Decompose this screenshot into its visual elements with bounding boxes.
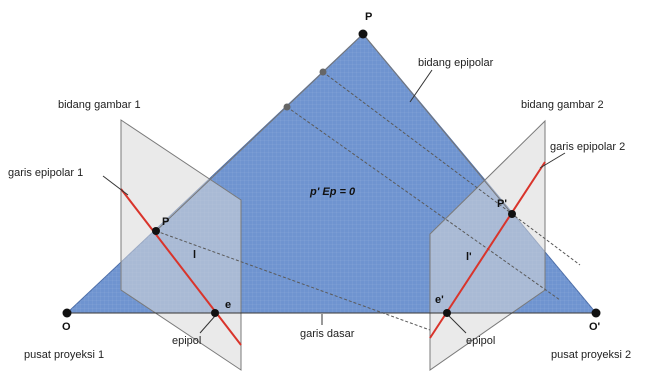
label-O: O: [62, 321, 71, 333]
point-gray-a: [319, 68, 327, 76]
label-epipol-left: epipol: [172, 335, 201, 347]
label-bidang-epipolar: bidang epipolar: [418, 57, 494, 69]
label-epipol-right: epipol: [466, 335, 495, 347]
label-p-left: P: [162, 216, 169, 228]
label-equation: p' Ep = 0: [309, 186, 356, 198]
projection-ray-2: [362, 33, 513, 215]
point-O: [62, 308, 72, 318]
epipolar-line-2: [429, 161, 546, 339]
leader-bidang-epipolar: [409, 69, 433, 103]
label-e: e: [225, 299, 231, 311]
label-garis-epipolar-1: garis epipolar 1: [8, 167, 83, 179]
point-gray-b: [283, 103, 291, 111]
leader-garis-epipolar-2: [539, 152, 566, 169]
label-garis-dasar: garis dasar: [300, 328, 355, 340]
projection-ray-1: [155, 33, 364, 232]
dotted-ray-b: [286, 106, 561, 301]
label-p-right: P': [497, 198, 507, 210]
epipolar-line-1: [120, 188, 242, 346]
point-e: [211, 309, 219, 317]
point-e-prime: [443, 309, 451, 317]
point-O-prime: [591, 308, 601, 318]
point-p-right: [508, 210, 516, 218]
label-pusat-proyeksi-1: pusat proyeksi 1: [24, 349, 104, 361]
label-P-top: P: [365, 11, 372, 23]
label-l-left: l: [193, 249, 196, 261]
point-p-left: [152, 227, 160, 235]
image-plane-1: [120, 119, 242, 371]
leader-garis-epipolar-1: [102, 175, 129, 196]
label-garis-epipolar-2: garis epipolar 2: [550, 141, 625, 153]
point-P: [358, 29, 368, 39]
dotted-ray-a: [322, 71, 581, 266]
label-bidang-gambar-1: bidang gambar 1: [58, 99, 141, 111]
leader-epipol-right: [448, 315, 467, 334]
label-e-prime: e': [435, 294, 444, 306]
label-l-right: l': [466, 251, 472, 263]
label-pusat-proyeksi-2: pusat proyeksi 2: [551, 349, 631, 361]
label-O-prime: O': [589, 321, 601, 333]
label-bidang-gambar-2: bidang gambar 2: [521, 99, 604, 111]
leader-epipol-left: [199, 315, 216, 334]
